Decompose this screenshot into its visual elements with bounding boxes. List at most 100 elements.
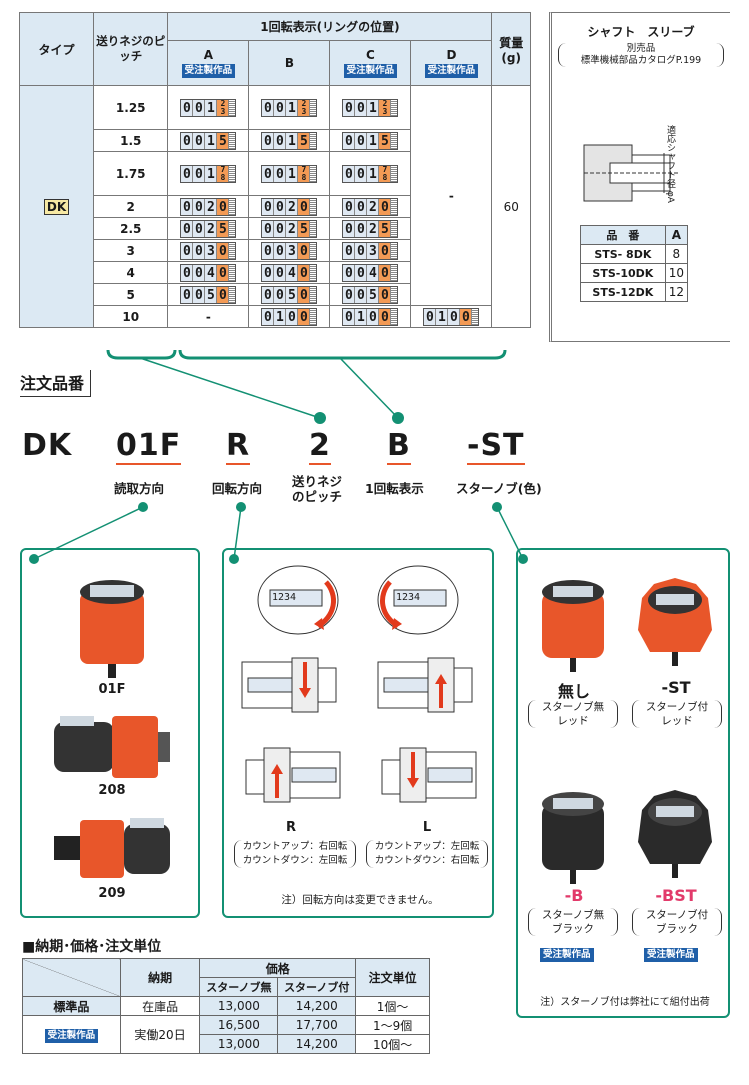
knob-none-red-image [542, 580, 604, 672]
item-208-label: 208 [98, 783, 126, 798]
order-caption-rotation: 回転方向 [212, 481, 263, 496]
pitch-cell: 1.5 [93, 129, 169, 152]
order-code-display: B [387, 428, 411, 465]
type-dk: DK [43, 198, 70, 215]
pitch-cell: 10 [93, 305, 169, 328]
standard-label: 標準品 [22, 996, 121, 1016]
price-header: 価格 [199, 958, 357, 978]
order-caption-pitch: 送りネジのピッチ [292, 474, 343, 504]
part-code: STS-10DK [580, 263, 666, 283]
col-d-label: D [446, 48, 457, 62]
l-count-down: カウントダウン：右回転 [374, 855, 480, 866]
display-cell: - [167, 305, 250, 328]
knob-bst-badge: 受注製作品 [644, 948, 698, 962]
pitch-cell: 5 [93, 283, 169, 306]
knob-star-red-image [638, 578, 712, 666]
knob-st-code: -ST [661, 678, 691, 697]
part-size: 12 [664, 282, 689, 302]
mto-price-knob: 17,700 [277, 1015, 357, 1035]
knob-208-image [54, 716, 170, 778]
parts-header-code: 品 番 [580, 225, 666, 245]
side-view-r-up [241, 657, 337, 713]
mto-unit: 1～9個 [355, 1015, 430, 1035]
knob-b-desc: スターノブ無ブラック [528, 908, 618, 936]
knob-st-desc: スターノブ付レッド [632, 700, 722, 728]
made-to-order-badge: 受注製作品 [181, 64, 236, 78]
knob-bst-code: -BST [655, 886, 697, 905]
rotation-r-label: R [285, 820, 296, 835]
connector-lines [106, 349, 507, 424]
pitch-cell: 3 [93, 239, 169, 262]
catalog-ref-label: 標準機械部品カタログP.199 [580, 55, 702, 66]
part-size: 10 [664, 263, 689, 283]
r-count-down: カウントダウン：左回転 [242, 855, 348, 866]
sleeve-drawing [583, 144, 680, 202]
no-knob-header: スターノブ無 [199, 977, 279, 997]
l-count-up: カウントアップ：左回転 [374, 841, 480, 852]
knob-header: スターノブ付 [277, 977, 357, 997]
knob-bst-desc: スターノブ付ブラック [632, 908, 722, 936]
item-209-label: 209 [98, 886, 126, 901]
knob-01f-image [80, 580, 144, 678]
col-mass-header: 質量(g) [491, 12, 531, 86]
col-display-header: 1回転表示(リングの位置) [167, 12, 493, 41]
knob-b-badge: 受注製作品 [540, 948, 594, 962]
col-a-label: A [203, 48, 214, 62]
col-c-label: C [366, 48, 375, 62]
order-code-pitch: 2 [309, 428, 331, 465]
mto-price-no-knob: 16,500 [199, 1015, 279, 1035]
order-caption-display: 1回転表示 [365, 481, 424, 496]
order-code-rotation: R [226, 428, 251, 465]
price-table: 納期 価格 注文単位 スターノブ無 スターノブ付 標準品 在庫品 13,000 … [22, 958, 430, 1054]
delivery-header: 納期 [119, 958, 201, 997]
unit-header: 注文単位 [355, 958, 430, 997]
order-code-reading: 01F [116, 428, 182, 465]
knob-none-desc: スターノブ無レッド [528, 700, 618, 728]
order-code-knob: -ST [467, 428, 525, 465]
made-to-order-badge: 受注製作品 [424, 64, 479, 78]
pitch-cell: 1.25 [93, 85, 169, 130]
dial-counter-text: 1234 [272, 592, 297, 603]
reading-direction-panel: 01F 208 209 [20, 548, 200, 918]
parts-header-a: A [664, 225, 689, 245]
order-caption-knob: スターノブ(色) [456, 481, 542, 496]
made-to-order-badge: 受注製作品 [343, 64, 398, 78]
dial-r-image [257, 565, 339, 635]
col-type-header: タイプ [18, 12, 95, 86]
col-d-dash: - [410, 85, 493, 306]
part-size: 8 [664, 244, 689, 264]
standard-price-no-knob: 13,000 [199, 996, 279, 1016]
shaft-diameter-label: 適応シャフト径 φA [665, 125, 675, 203]
mto-delivery: 実働20日 [119, 1015, 201, 1054]
